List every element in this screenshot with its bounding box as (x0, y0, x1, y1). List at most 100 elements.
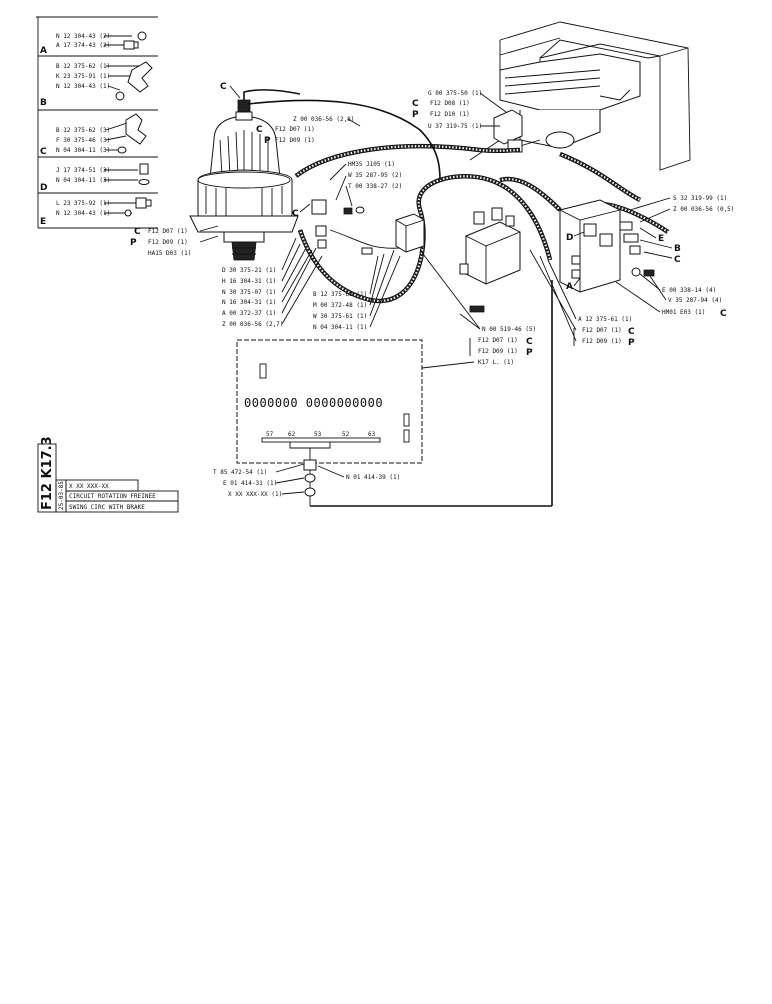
parts-legend: A N 12 304-43 (2) A 17 374-43 (2) B B 12… (36, 16, 158, 229)
callout-p-f12-d09: P (264, 136, 271, 146)
callout-ha15: HA15 D03 (1) (148, 250, 191, 257)
drawing-date: 25-03-85 (58, 481, 65, 510)
callout-d-right: D (566, 233, 573, 243)
plug-icon (123, 40, 139, 50)
distributor-valve (459, 207, 521, 313)
callout-z00-28: Z 00 036-56 (2,8) (293, 116, 354, 123)
callout-left-c: C (134, 227, 141, 237)
callout-mid-c: C (526, 337, 533, 347)
callout-labels: C Z 00 036-56 (2,8) C F12 D07 (1) P F12 … (130, 82, 734, 498)
callout-r-c: C (628, 327, 635, 337)
o-ring-icon (124, 209, 132, 217)
legend-letter-e: E (40, 217, 46, 227)
o-ring-icon (117, 146, 127, 154)
callout-u37: U 37 319-75 (1) (428, 123, 482, 130)
callout-c-right: C (674, 255, 681, 265)
title-block: F12 K17.3 25-03-85 X XX XXX-XX CIRCUIT R… (37, 436, 179, 513)
callout-c-f12-d08: C (412, 99, 419, 109)
legend-d-item-1: J 17 374-51 (3) (56, 167, 110, 174)
drawing-number: X XX XXX-XX (69, 483, 109, 490)
legend-letter-b: B (40, 98, 47, 108)
callout-s32: S 32 319-99 (1) (673, 195, 727, 202)
hydraulic-hoses (243, 89, 670, 304)
callout-d30: D 30 375-21 (1) (222, 267, 276, 274)
callout-n01: N 01 414-39 (1) (346, 474, 400, 481)
legend-a-item-2: A 17 374-43 (2) (56, 42, 110, 49)
callout-k17: K17 L. (1) (478, 359, 514, 366)
callout-e00: E 00 338-14 (4) (662, 287, 716, 294)
o-ring-icon (138, 179, 150, 185)
panel-scale-57: 57 (266, 431, 274, 438)
callout-h16-31: H 16 304-31 (1) (222, 278, 276, 285)
solenoid (395, 213, 425, 253)
callout-t85: T 85 472-54 (1) (213, 469, 267, 476)
callout-e-right: E (658, 234, 664, 244)
callout-hm01-c: C (720, 309, 727, 319)
callout-c-top: C (220, 82, 227, 92)
title-english: SWING CIRC WITH BRAKE (69, 504, 145, 511)
callout-n16: N 16 304-31 (1) (222, 299, 276, 306)
elbow-fitting-icon (127, 61, 153, 93)
callout-z00-05: Z 00 036-56 (0,5) (673, 206, 734, 213)
callout-c-f12-d07: C (256, 125, 263, 135)
callout-f12-d09: F12 D09 (1) (275, 137, 315, 144)
panel-scale-62: 62 (288, 431, 296, 438)
legend-letter-c: C (40, 147, 47, 157)
fittings-cluster (311, 199, 373, 255)
legend-c-item-3: N 04 304-11 (3) (56, 147, 110, 154)
control-panel: 0000000 0000000000 57 62 53 52 63 (236, 339, 423, 464)
callout-hm35: HM35 J105 (1) (348, 161, 395, 168)
callout-r-p: P (628, 338, 635, 348)
callout-a-right: A (566, 282, 573, 292)
valve-block (493, 109, 523, 145)
callout-r-f12-d07: F12 D07 (1) (582, 327, 622, 334)
callout-g00: G 00 375-50 (1) (428, 90, 482, 97)
callout-mid-f12-d09: F12 D09 (1) (478, 348, 518, 355)
legend-e-item-1: L 23 375-92 (1) (56, 200, 110, 207)
callout-w30: W 30 375-61 (1) (313, 313, 367, 320)
callout-b-right: B (674, 244, 681, 254)
panel-scale-52: 52 (342, 431, 350, 438)
callout-a12: A 12 375-61 (1) (578, 316, 632, 323)
callout-mid-p: P (526, 348, 533, 358)
legend-b-item-3: N 12 304-43 (1) (56, 83, 110, 90)
callout-n00: N 00 519-46 (5) (482, 326, 536, 333)
callout-f12-d07: F12 D07 (1) (275, 126, 315, 133)
callout-xx: X XX XXX-XX (1) (228, 491, 282, 498)
callout-f12-d10: F12 D10 (1) (430, 111, 470, 118)
callout-p-f12-d10: P (412, 110, 419, 120)
legend-b-item-1: B 12 375-62 (1) (56, 63, 110, 70)
legend-c-item-2: F 30 375-46 (3) (56, 137, 110, 144)
callout-m00: M 00 372-48 (1) (313, 302, 367, 309)
callout-n30: N 30 375-07 (1) (222, 289, 276, 296)
panel-scale-53: 53 (314, 431, 322, 438)
callout-c-left: C (292, 209, 299, 219)
legend-letter-a: A (40, 46, 47, 56)
panel-digit-display: 0000000 0000000000 (244, 396, 383, 410)
legend-e-item-2: N 12 304-43 (1) (56, 210, 110, 217)
callout-left-f12-d09: F12 D09 (1) (148, 239, 188, 246)
panel-scale-63: 63 (368, 431, 376, 438)
callout-w35-95: W 35 287-95 (2) (348, 172, 402, 179)
swing-motor (189, 99, 299, 261)
callout-t00: T 00 338-27 (2) (348, 183, 402, 190)
connector-stack (303, 280, 553, 507)
legend-d-item-2: N 04 304-11 (3) (56, 177, 110, 184)
callout-v35: V 35 287-94 (4) (668, 297, 722, 304)
callout-e01: E 01 414-31 (1) (223, 480, 277, 487)
callout-z00-27: Z 00 036-56 (2,7) (222, 321, 283, 328)
callout-mid-f12-d07: F12 D07 (1) (478, 337, 518, 344)
callout-b12: B 12 375-62 (1) (313, 291, 367, 298)
brake-valve-block (559, 199, 655, 293)
legend-a-item-1: N 12 304-43 (2) (56, 33, 110, 40)
o-ring-icon (115, 91, 125, 101)
drawing-code: F12 K17.3 (40, 436, 55, 510)
title-french: CIRCUIT ROTATION FREINEE (69, 493, 156, 500)
legend-letter-d: D (40, 183, 47, 193)
o-ring-icon (137, 31, 147, 41)
straight-fitting-icon (135, 197, 152, 209)
elbow-fitting-icon (125, 113, 147, 145)
callout-left-p: P (130, 238, 137, 248)
